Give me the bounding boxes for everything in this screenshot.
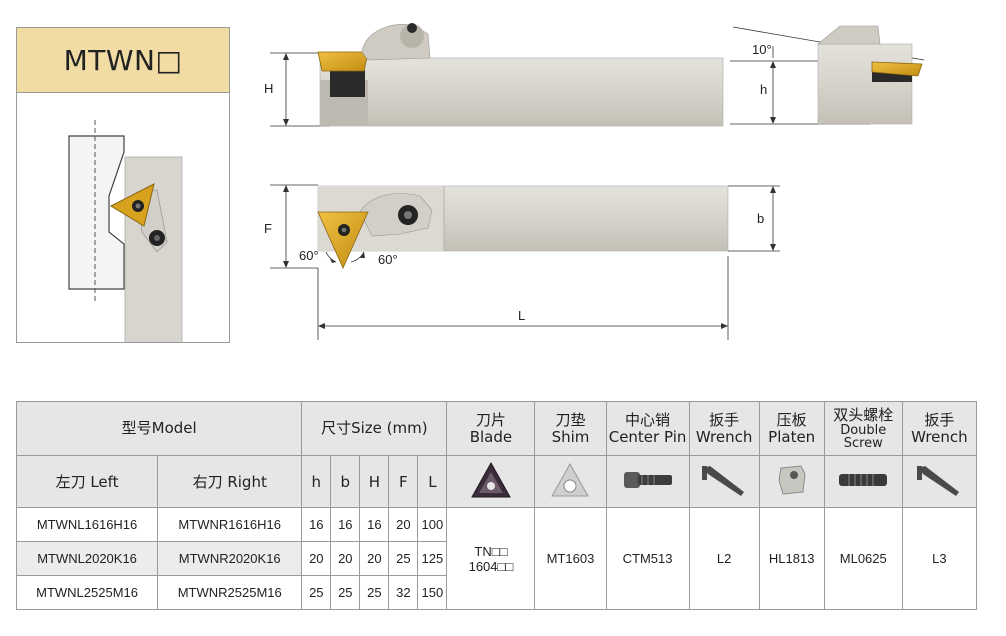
dim-L-label: L: [518, 308, 525, 323]
h-cell: 20: [301, 541, 332, 576]
table-row: MTWNL2020K16 MTWNR2020K16 20 20 20 25 12…: [15, 541, 977, 576]
b-cell: 20: [330, 541, 361, 576]
dim-h-label: h: [760, 82, 767, 97]
right-model-cell: MTWNR2525M16: [157, 575, 303, 610]
double-screw-icon: [823, 455, 903, 508]
H-cell: 25: [359, 575, 390, 610]
clamp-top-icon: [359, 193, 433, 237]
insert-side-icon: [317, 51, 369, 72]
wrench1-value-cell: L2: [688, 507, 760, 610]
double-screw-value-cell: ML0625: [823, 507, 903, 610]
table-row: MTWNL2525M16 MTWNR2525M16 25 25 25 32 15…: [15, 575, 977, 610]
h-cell: 25: [301, 575, 332, 610]
workpiece-outline: [68, 135, 125, 290]
end-view-drawing: 10° h: [730, 25, 925, 125]
shank-side: [319, 57, 724, 127]
size-header: 尺寸Size (mm): [301, 401, 448, 456]
left-model-cell: MTWNL2020K16: [15, 541, 159, 576]
center-pin-value-cell: CTM513: [605, 507, 690, 610]
right-model-cell: MTWNR2020K16: [157, 541, 303, 576]
col-H-header: H: [359, 455, 390, 508]
product-card: MTWN□: [16, 27, 230, 343]
F-cell: 20: [388, 507, 419, 542]
dim-b-label: b: [757, 211, 764, 226]
technical-drawings: H 10° h F: [264, 23, 925, 340]
dim-H-label: H: [264, 81, 273, 96]
insert-end-icon: [871, 61, 923, 77]
model-header: 型号Model: [15, 401, 303, 456]
dim-F-label: F: [264, 221, 272, 236]
L-cell: 125: [417, 541, 448, 576]
dim-angle-left-label: 60°: [299, 248, 319, 263]
wrench-icon: [901, 455, 978, 508]
left-header: 左刀 Left: [15, 455, 159, 508]
left-model-cell: MTWNL2525M16: [15, 575, 159, 610]
F-cell: 25: [388, 541, 419, 576]
dim-angle-right-label: 60°: [378, 252, 398, 267]
col-h-header: h: [301, 455, 332, 508]
L-cell: 100: [417, 507, 448, 542]
application-diagram: [68, 120, 183, 342]
shank-end: [817, 43, 913, 125]
right-header: 右刀 Right: [157, 455, 303, 508]
F-cell: 32: [388, 575, 419, 610]
h-cell: 16: [301, 507, 332, 542]
side-view-drawing: H: [264, 23, 724, 127]
L-cell: 150: [417, 575, 448, 610]
H-cell: 20: [359, 541, 390, 576]
shim-value-cell: MT1603: [534, 507, 607, 610]
col-b-header: b: [330, 455, 361, 508]
platen-icon: [758, 455, 825, 508]
left-model-cell: MTWNL1616H16: [15, 507, 159, 542]
wrench-icon: [688, 455, 760, 508]
platen-value-cell: HL1813: [758, 507, 825, 610]
shim-icon: [534, 455, 607, 508]
col-L-header: L: [417, 455, 448, 508]
table-row: MTWNL1616H16 MTWNR1616H16 16 16 16 20 10…: [15, 507, 978, 610]
col-F-header: F: [388, 455, 419, 508]
product-code-title: MTWN□: [17, 28, 229, 93]
wrench2-value-cell: L3: [901, 507, 978, 610]
dim-angle-top-label: 10°: [752, 42, 772, 57]
top-view-drawing: F b 60° 60° L: [264, 184, 780, 340]
blade-insert-icon: [446, 455, 536, 508]
insert-top-icon: [317, 211, 369, 269]
right-model-cell: MTWNR1616H16: [157, 507, 303, 542]
center-pin-icon: [605, 455, 690, 508]
H-cell: 16: [359, 507, 390, 542]
b-cell: 16: [330, 507, 361, 542]
blade-value-cell: TN□□1604□□: [446, 507, 536, 610]
b-cell: 25: [330, 575, 361, 610]
